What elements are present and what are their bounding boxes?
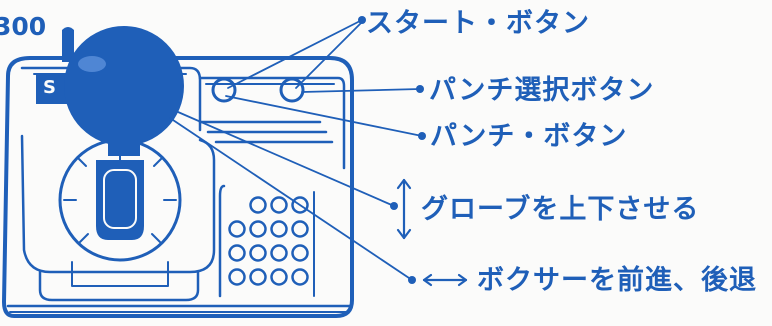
leader-start-right	[295, 21, 363, 89]
punch-button-label: パンチ・ボタン	[430, 121, 628, 152]
boxer-move-label: ボクサーを前進、後退	[477, 265, 757, 296]
punch-select-button-label: パンチ選択ボタン	[429, 75, 655, 106]
joystick-knob	[64, 26, 184, 146]
antenna	[62, 27, 74, 62]
start-button-label: スタート・ボタン	[366, 8, 590, 39]
start-button-left	[211, 77, 237, 103]
top-panel	[20, 66, 202, 132]
leader-lines	[169, 19, 423, 281]
glove-up-down-label: グローブを上下させる	[421, 194, 700, 225]
leader-punch	[225, 95, 423, 137]
leader-start-left	[227, 19, 363, 89]
start-button-right	[279, 77, 305, 103]
joystick-shaft	[96, 160, 144, 240]
controller-body	[2, 56, 354, 318]
leader-glove	[177, 111, 395, 207]
leader-boxer	[169, 117, 413, 281]
left-right-arrow-icon	[422, 273, 468, 287]
joystick-base	[20, 134, 216, 274]
logo-mark: S	[43, 77, 56, 98]
model-number: 300	[0, 12, 47, 41]
leader-punch-select	[301, 88, 421, 93]
up-down-arrow-icon	[396, 178, 412, 240]
keypad	[228, 196, 309, 286]
